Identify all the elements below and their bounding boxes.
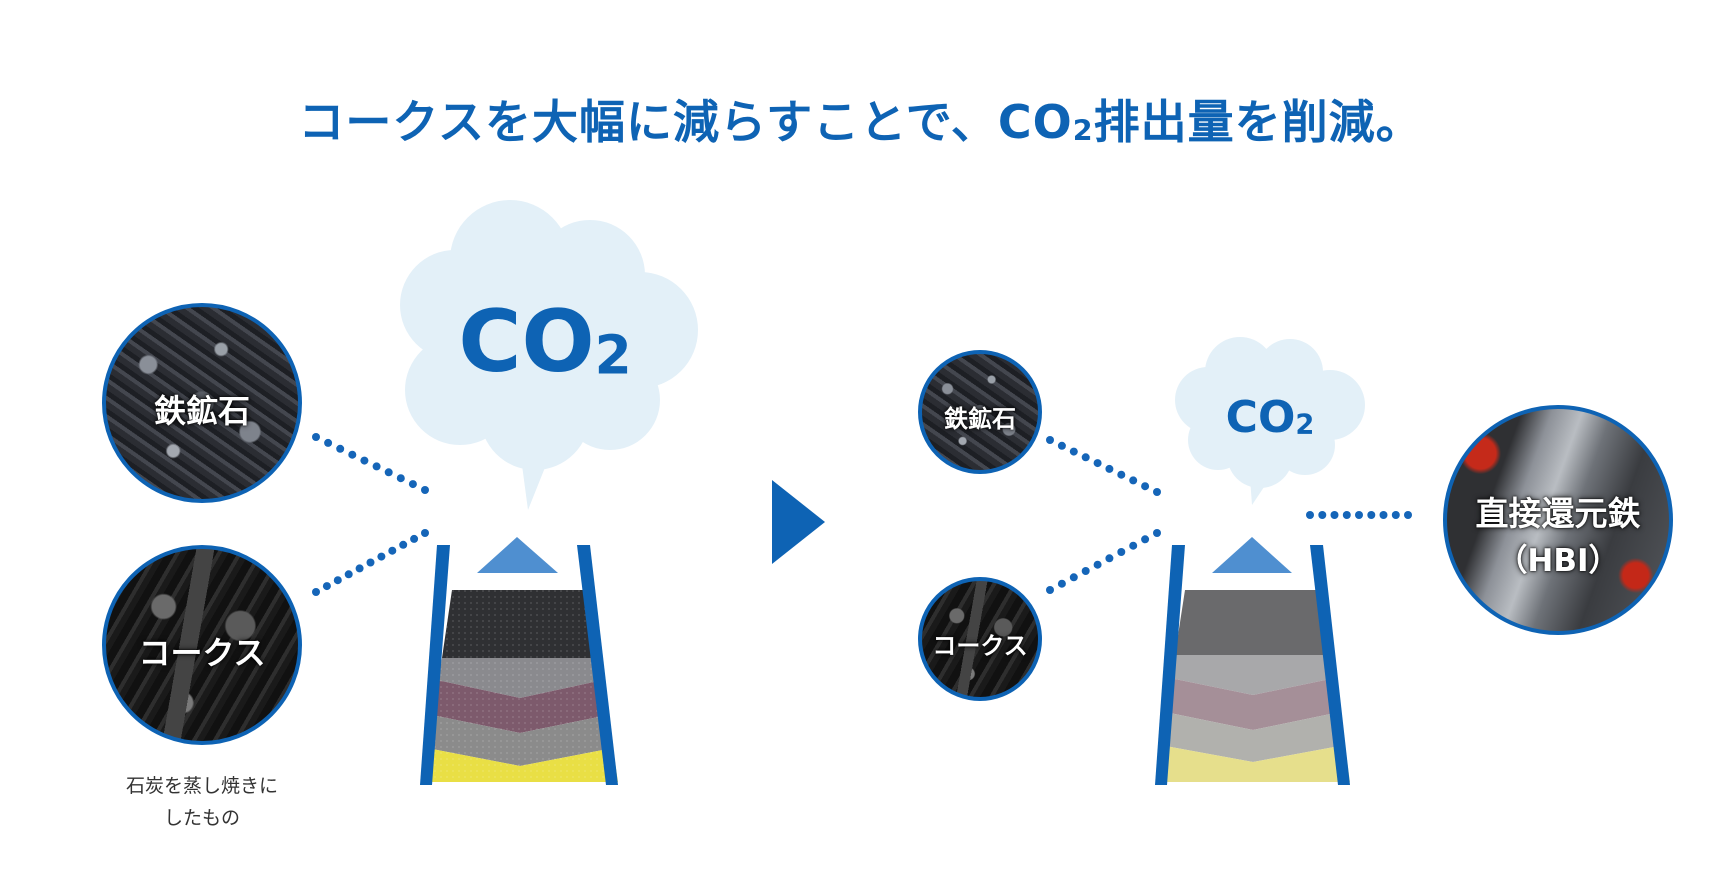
layer-4 [1160, 712, 1345, 762]
connector-dot [1129, 541, 1138, 550]
connector-dot [1318, 511, 1327, 519]
connector-dot [1117, 470, 1126, 479]
connector-dot [1367, 511, 1376, 519]
left-co2-sub: 2 [594, 324, 632, 387]
hbi-image: 直接還元鉄 （HBI） [1443, 405, 1673, 635]
layer-2 [1170, 655, 1335, 695]
connector-dot [1069, 573, 1078, 582]
up-arrow-icon [1212, 537, 1292, 573]
connector-dot [372, 462, 381, 471]
coke-caption-line2: したもの [163, 807, 240, 829]
cloud-icon [1175, 337, 1365, 505]
connector-dot [1081, 453, 1090, 462]
cloud-tail [1250, 478, 1270, 505]
connector-dot [360, 456, 369, 465]
page-title: コークスを大幅に減らすことで、CO2排出量を削減。 [0, 86, 1721, 152]
cloud-lobe [1220, 367, 1316, 463]
connector-dot [396, 474, 405, 483]
left-coke-image: コークス [102, 545, 302, 745]
connector-dot [1105, 554, 1114, 563]
left-coke-label: コークス [138, 634, 266, 672]
process-arrow-icon [772, 480, 825, 564]
title-subscript: 2 [1072, 114, 1094, 148]
connector-dot [322, 582, 331, 591]
connector-dot [348, 450, 357, 459]
furnace-wall-left [1155, 545, 1185, 785]
connector-dot [1342, 511, 1351, 519]
connector-dot [1355, 511, 1363, 519]
cloud-tail [520, 450, 552, 510]
dotted-connectors [312, 433, 1412, 596]
right-coke-image: コークス [918, 577, 1042, 701]
connector-dot [1306, 511, 1314, 519]
connector-dot [1141, 482, 1150, 491]
left-co2-label: CO2 [445, 292, 645, 392]
up-arrow-icon [477, 537, 558, 573]
right-co2-sub: 2 [1295, 409, 1315, 441]
connector-dot [384, 468, 393, 477]
right-furnace [1155, 537, 1350, 785]
layer-1 [1175, 590, 1330, 655]
right-co2-main: CO [1225, 392, 1296, 443]
connector-dot [312, 433, 320, 441]
connector-dot [1093, 560, 1102, 569]
connector-dot [1129, 476, 1138, 485]
connector-dot [388, 546, 397, 555]
connector-dot [421, 529, 429, 537]
furnace-wall-right [1310, 545, 1350, 785]
connector-dot [1093, 459, 1102, 468]
connector-dot [1153, 529, 1161, 537]
coke-caption-line1: 石炭を蒸し焼きに [125, 775, 278, 797]
connector-dot [1081, 567, 1090, 575]
connector-dot [355, 564, 364, 573]
right-iron-ore-image: 鉄鉱石 [918, 350, 1042, 474]
connector-dot [1404, 511, 1412, 519]
connector-dot [312, 588, 320, 596]
layer-5 [1158, 745, 1350, 782]
connector-dot [1046, 586, 1054, 594]
hbi-label-line2: （HBI） [1496, 543, 1620, 579]
connector-dot [377, 552, 386, 561]
connector-dot [1105, 464, 1114, 473]
connector-dot [1379, 511, 1388, 519]
connector-dot [1153, 488, 1161, 496]
connector-dot [1391, 511, 1400, 519]
connector-dot [1330, 511, 1339, 519]
right-co2-label: CO2 [1195, 392, 1345, 443]
coke-caption: 石炭を蒸し焼きに したもの [92, 770, 312, 834]
furnace-wall-left [420, 545, 450, 785]
title-tail: 排出量を削減。 [1093, 95, 1423, 149]
furnace-wall-right [577, 545, 618, 785]
connector-dot [324, 438, 333, 447]
connector-dot [1117, 548, 1126, 556]
connector-dot [1069, 447, 1078, 456]
connector-dot [336, 444, 345, 453]
left-furnace [420, 537, 620, 785]
connector-dot [1057, 579, 1066, 588]
connector-dot [408, 480, 417, 489]
connector-dot [399, 540, 408, 549]
connector-dot [410, 534, 419, 543]
connector-dot [421, 486, 429, 494]
cloud-lobe [465, 260, 625, 420]
hbi-label-line1: 直接還元鉄 [1475, 494, 1641, 533]
connector-dot [344, 570, 353, 579]
left-iron-ore-image: 鉄鉱石 [102, 303, 302, 503]
connector-dot [1057, 441, 1066, 450]
left-iron-ore-label: 鉄鉱石 [153, 392, 250, 430]
connector-dot [1046, 436, 1054, 444]
right-iron-ore-label: 鉄鉱石 [944, 405, 1016, 433]
connector-dot [366, 558, 375, 567]
left-co2-main: CO [458, 292, 595, 392]
connector-dot [1141, 535, 1150, 544]
connector-dot [333, 576, 342, 585]
cloud-icon [400, 200, 698, 510]
layer-3 [1165, 678, 1340, 730]
title-main: コークスを大幅に減らすことで、CO [298, 95, 1073, 149]
right-coke-label: コークス [932, 632, 1028, 660]
